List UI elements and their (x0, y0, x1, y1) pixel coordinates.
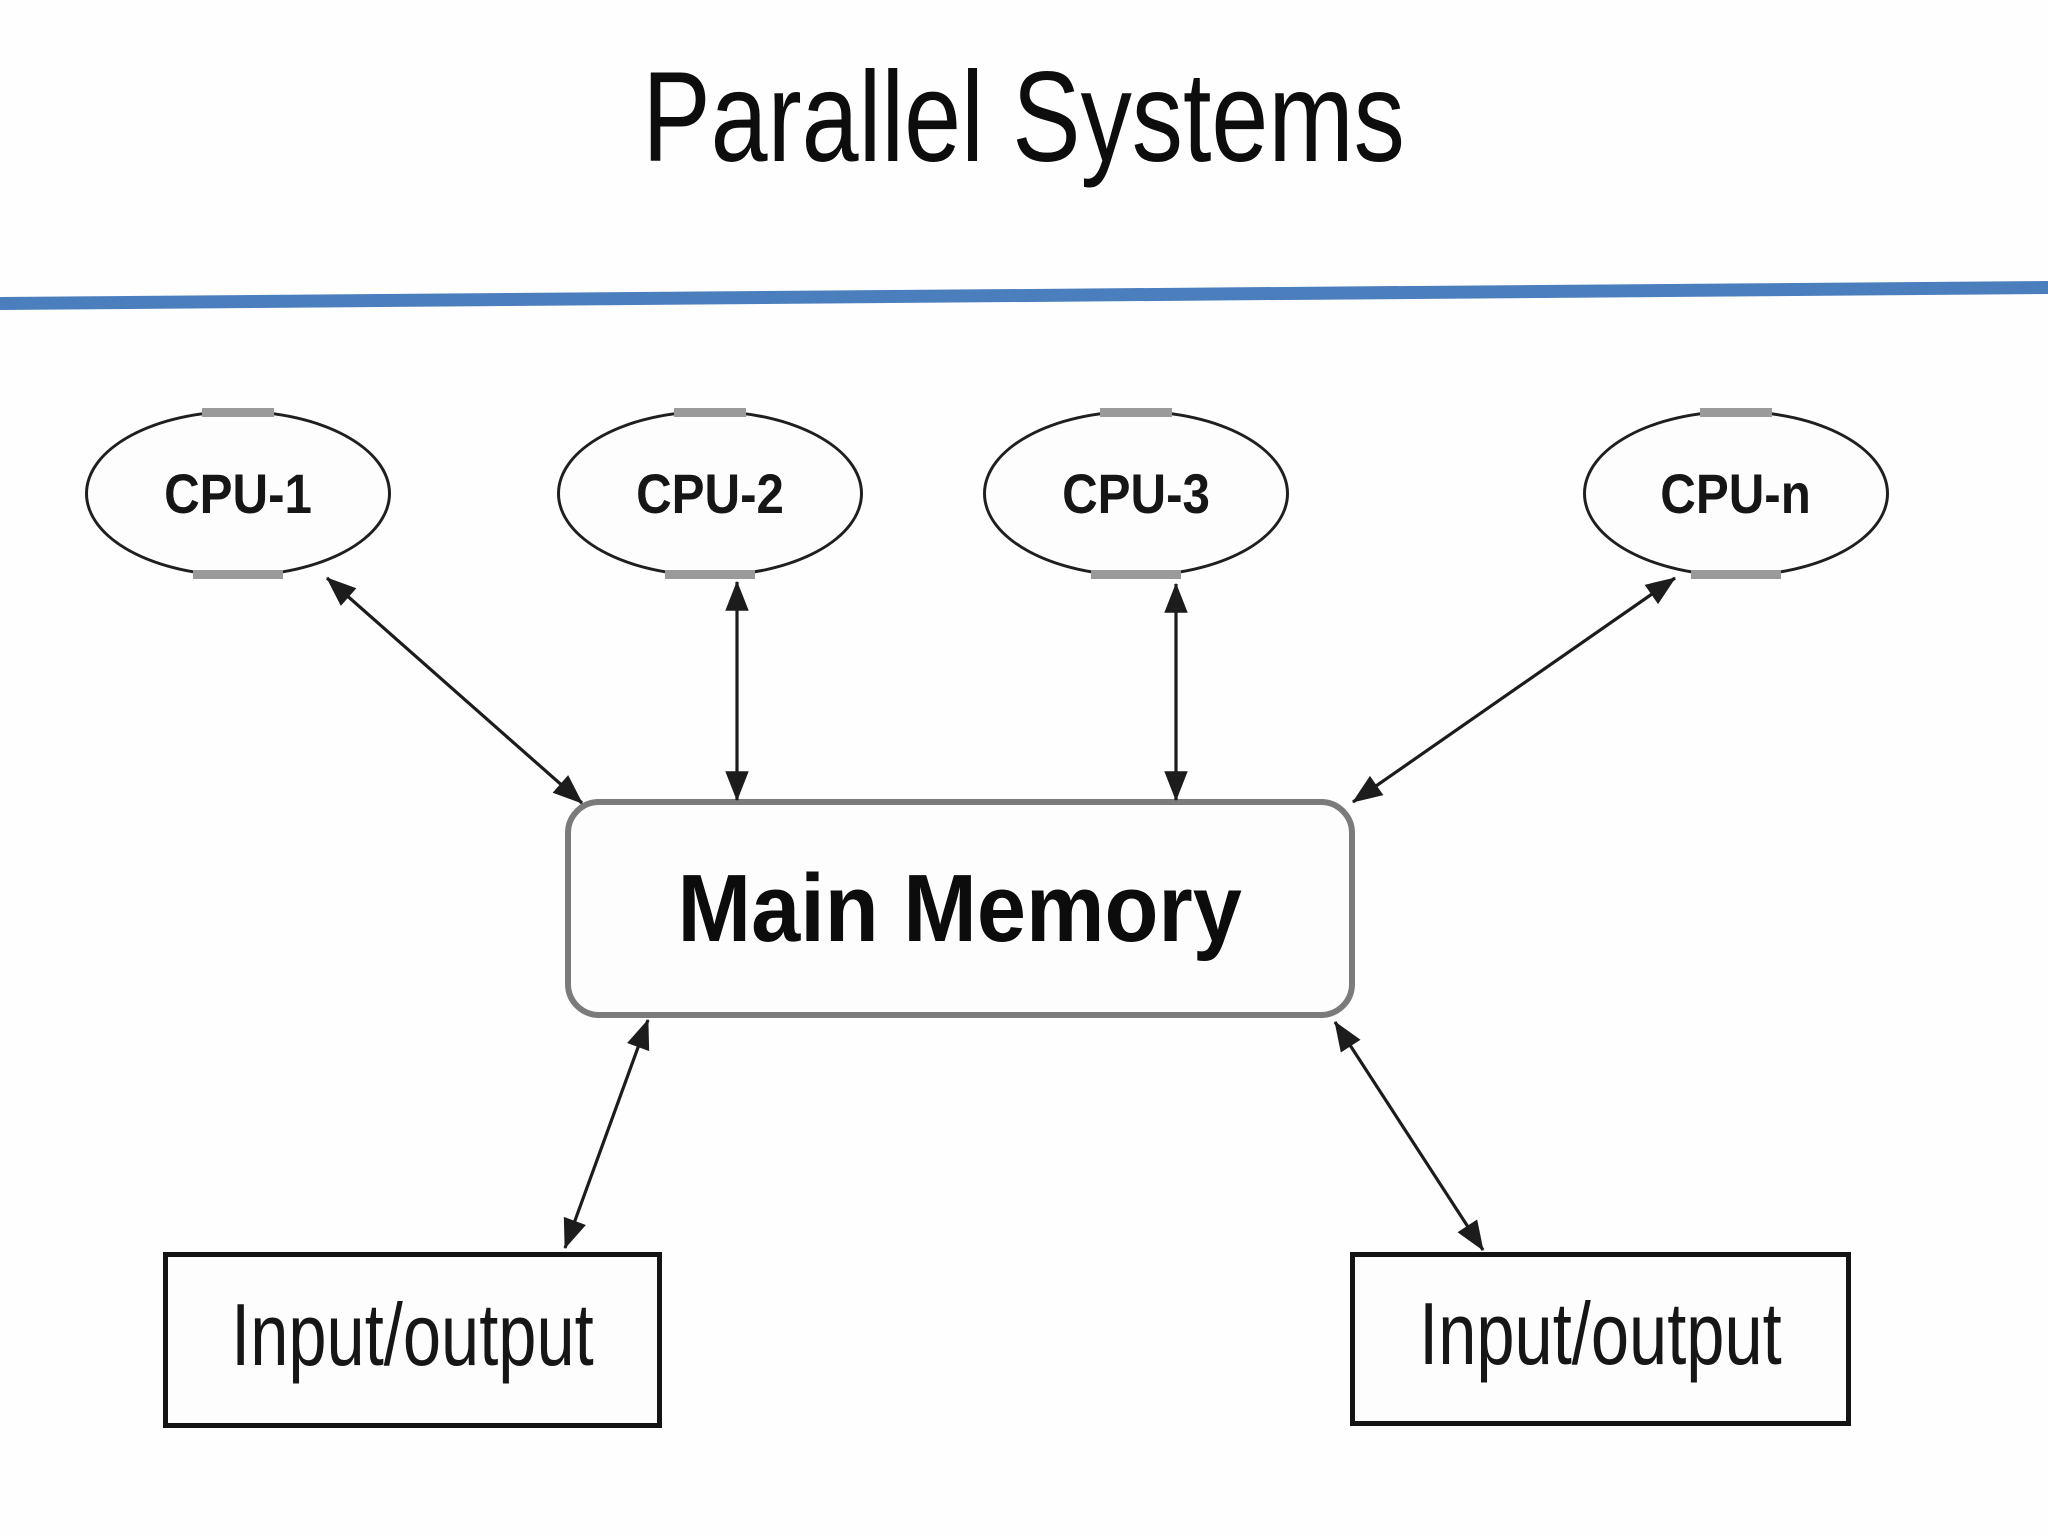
node-input-output-right: Input/output (1350, 1252, 1851, 1426)
page-title-text: Parallel Systems (642, 46, 1406, 189)
node-cpu-n: CPU-n (1583, 410, 1889, 577)
title-divider-line (0, 280, 2048, 311)
main-memory-label: Main Memory (677, 854, 1243, 962)
arrow-cpu-n-memory (1352, 576, 1676, 804)
cpu-3-label: CPU-3 (1062, 462, 1210, 525)
node-cpu-2: CPU-2 (557, 410, 863, 577)
arrow-cpu-1-memory (325, 576, 584, 805)
input-output-right-label: Input/output (1419, 1284, 1782, 1383)
cpu-n-label: CPU-n (1660, 462, 1812, 525)
arrow-memory-io-left (563, 1018, 650, 1250)
node-input-output-left: Input/output (163, 1252, 662, 1428)
node-main-memory: Main Memory (565, 799, 1355, 1018)
cpu-1-label: CPU-1 (164, 462, 312, 525)
arrow-memory-io-right (1333, 1021, 1485, 1251)
node-cpu-3: CPU-3 (983, 410, 1289, 577)
node-cpu-1: CPU-1 (85, 410, 391, 577)
input-output-left-label: Input/output (231, 1285, 594, 1384)
cpu-2-label: CPU-2 (636, 462, 784, 525)
page-title: Parallel Systems (0, 48, 2048, 188)
